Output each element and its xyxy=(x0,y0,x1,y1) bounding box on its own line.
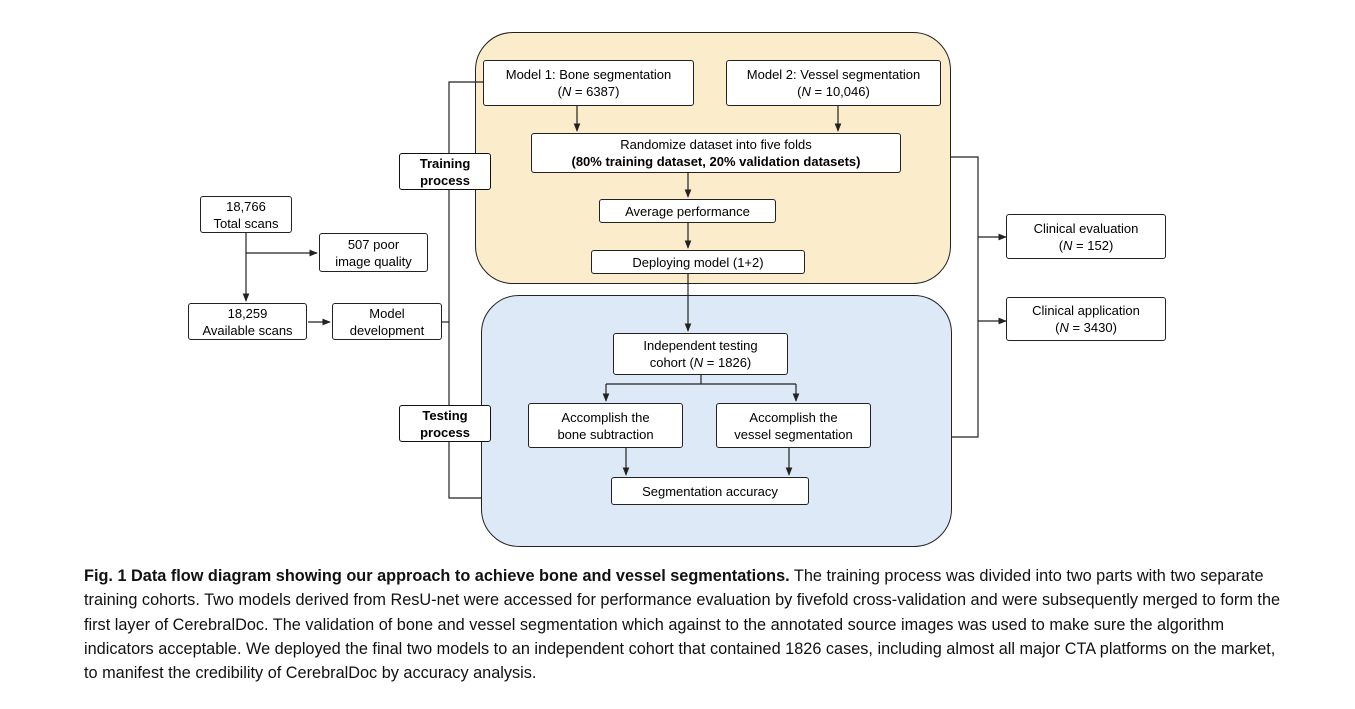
poor-quality-line2: image quality xyxy=(335,253,412,269)
average-performance-label: Average performance xyxy=(625,203,750,219)
independent-testing-prefix: cohort ( xyxy=(649,355,694,370)
training-process-line2: process xyxy=(420,172,470,188)
clinical-evaluation-n-label: N xyxy=(1063,237,1073,253)
available-scans-value: 18,259 xyxy=(227,305,268,321)
vessel-segmentation-line2: vessel segmentation xyxy=(734,426,853,442)
clinical-evaluation-box: Clinical evaluation (N = 152) xyxy=(1006,214,1166,259)
deploying-model-box: Deploying model (1+2) xyxy=(591,250,805,274)
bone-subtraction-box: Accomplish the bone subtraction xyxy=(528,403,683,448)
bone-subtraction-line2: bone subtraction xyxy=(557,426,654,442)
testing-process-label: Testing process xyxy=(399,405,491,442)
model1-n-label: N xyxy=(561,84,572,99)
poor-quality-line1: 507 poor xyxy=(347,236,400,252)
caption-title: Fig. 1 Data flow diagram showing our app… xyxy=(84,567,790,585)
segmentation-accuracy-label: Segmentation accuracy xyxy=(642,483,778,499)
figure-caption: Fig. 1 Data flow diagram showing our app… xyxy=(84,564,1284,685)
clinical-application-n-value: = 3430) xyxy=(1068,320,1117,335)
training-process-label: Training process xyxy=(399,153,491,190)
model-development-box: Model development xyxy=(332,303,442,340)
average-performance-box: Average performance xyxy=(599,199,776,223)
total-scans-box: 18,766 Total scans xyxy=(200,196,292,233)
independent-testing-n-label: N xyxy=(693,355,704,370)
randomize-line2: (80% training dataset, 20% validation da… xyxy=(571,154,861,169)
vessel-segmentation-line1: Accomplish the xyxy=(749,409,838,425)
independent-testing-line1: Independent testing xyxy=(643,338,758,353)
model-development-line1: Model xyxy=(369,305,405,321)
total-scans-value: 18,766 xyxy=(226,198,266,214)
total-scans-label: Total scans xyxy=(213,215,279,231)
clinical-application-box: Clinical application (N = 3430) xyxy=(1006,297,1166,341)
caption-body: The training process was divided into tw… xyxy=(84,567,1281,683)
deploying-model-label: Deploying model (1+2) xyxy=(632,254,764,270)
data-flow-diagram: 18,766 Total scans 507 poor image qualit… xyxy=(188,32,1166,547)
model2-n-value: = 10,046 xyxy=(810,84,866,99)
model2-title: Model 2: Vessel segmentation xyxy=(746,67,921,82)
independent-testing-n-value: = 1826) xyxy=(703,355,752,370)
model1-n-value: = 6387 xyxy=(571,84,616,99)
clinical-application-n-label: N xyxy=(1059,320,1069,335)
poor-quality-box: 507 poor image quality xyxy=(319,233,428,272)
connector-lines xyxy=(242,81,1007,499)
available-scans-label: Available scans xyxy=(202,322,293,338)
model-development-line2: development xyxy=(349,322,425,338)
testing-process-line1: Testing xyxy=(422,407,468,423)
vessel-segmentation-box: Accomplish the vessel segmentation xyxy=(716,403,871,448)
clinical-evaluation-title: Clinical evaluation xyxy=(1033,220,1139,236)
model2-n-label: N xyxy=(801,84,811,99)
independent-testing-box: Independent testing cohort (N = 1826) xyxy=(613,333,788,375)
segmentation-accuracy-box: Segmentation accuracy xyxy=(611,477,809,505)
clinical-application-title: Clinical application xyxy=(1032,303,1140,318)
bone-subtraction-line1: Accomplish the xyxy=(561,409,650,425)
randomize-line1: Randomize dataset into five folds xyxy=(620,137,812,152)
available-scans-box: 18,259 Available scans xyxy=(188,303,307,340)
training-process-line1: Training xyxy=(419,155,471,171)
model2-box: Model 2: Vessel segmentation (N = 10,046… xyxy=(726,60,941,106)
testing-process-line2: process xyxy=(420,424,470,440)
model1-box: Model 1: Bone segmentation (N = 6387) xyxy=(483,60,694,106)
model1-title: Model 1: Bone segmentation xyxy=(505,67,672,82)
clinical-evaluation-n-value: = 152) xyxy=(1072,237,1114,253)
randomize-box: Randomize dataset into five folds (80% t… xyxy=(531,133,901,173)
